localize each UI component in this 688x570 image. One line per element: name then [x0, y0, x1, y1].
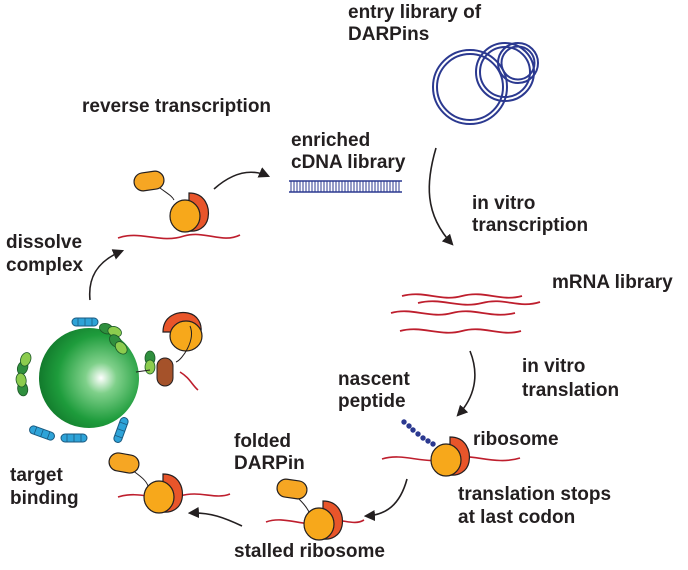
stalled-ribosome-label: stalled ribosome	[234, 541, 385, 562]
ribosome-label: ribosome	[473, 429, 559, 450]
reverse-transcription-label: reverse transcription	[82, 96, 272, 117]
entry-library-label: entry library of	[348, 2, 482, 23]
ribosome-icon	[381, 419, 521, 477]
complex-label: complex	[6, 255, 84, 276]
folded-label: folded	[234, 431, 291, 452]
translation-label: translation	[522, 380, 620, 401]
transcription-label: transcription	[472, 215, 589, 236]
in-vitro-label-1: in vitro	[472, 193, 536, 214]
cycle-arrows	[88, 147, 476, 527]
enriched-label: enriched	[291, 130, 371, 151]
in-vitro-label-2: in vitro	[522, 356, 586, 377]
mrna-library-icon	[390, 293, 541, 334]
cdna-library-label: cDNA library	[291, 152, 406, 173]
dissolve-label: dissolve	[6, 232, 83, 253]
translation-stops-label: translation stops	[458, 484, 612, 505]
cdna-library-icon	[289, 180, 402, 193]
peptide-label: peptide	[338, 391, 406, 412]
at-last-codon-label: at last codon	[458, 507, 576, 528]
target-label: target	[10, 465, 63, 486]
mrna-library-label: mRNA library	[552, 272, 673, 293]
released-complex-icon	[117, 169, 241, 240]
nascent-label: nascent	[338, 369, 410, 390]
darpin-label: DARPin	[234, 453, 305, 474]
stalled-ribosome-icon	[265, 477, 365, 541]
binding-label: binding	[10, 488, 79, 509]
target-binding-complex-icon	[107, 450, 231, 514]
darpins-label: DARPins	[348, 24, 430, 45]
plasmid-library-icon	[432, 42, 539, 125]
target-bead-icon	[14, 311, 203, 445]
